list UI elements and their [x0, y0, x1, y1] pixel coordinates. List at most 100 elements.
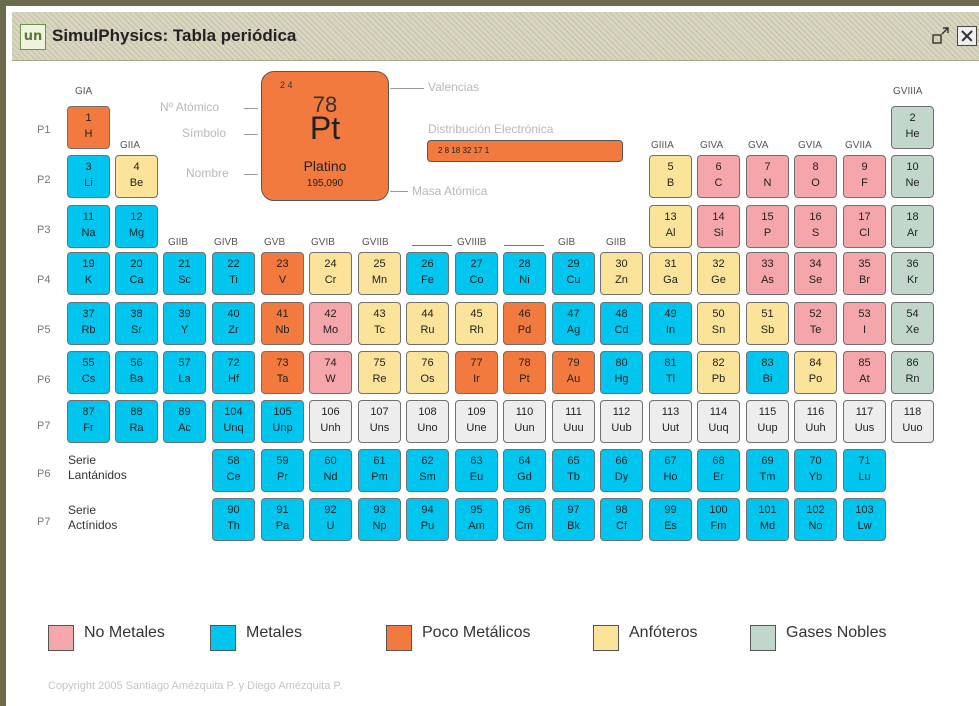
close-window-button[interactable]	[957, 26, 977, 46]
restore-window-button[interactable]	[931, 26, 951, 46]
